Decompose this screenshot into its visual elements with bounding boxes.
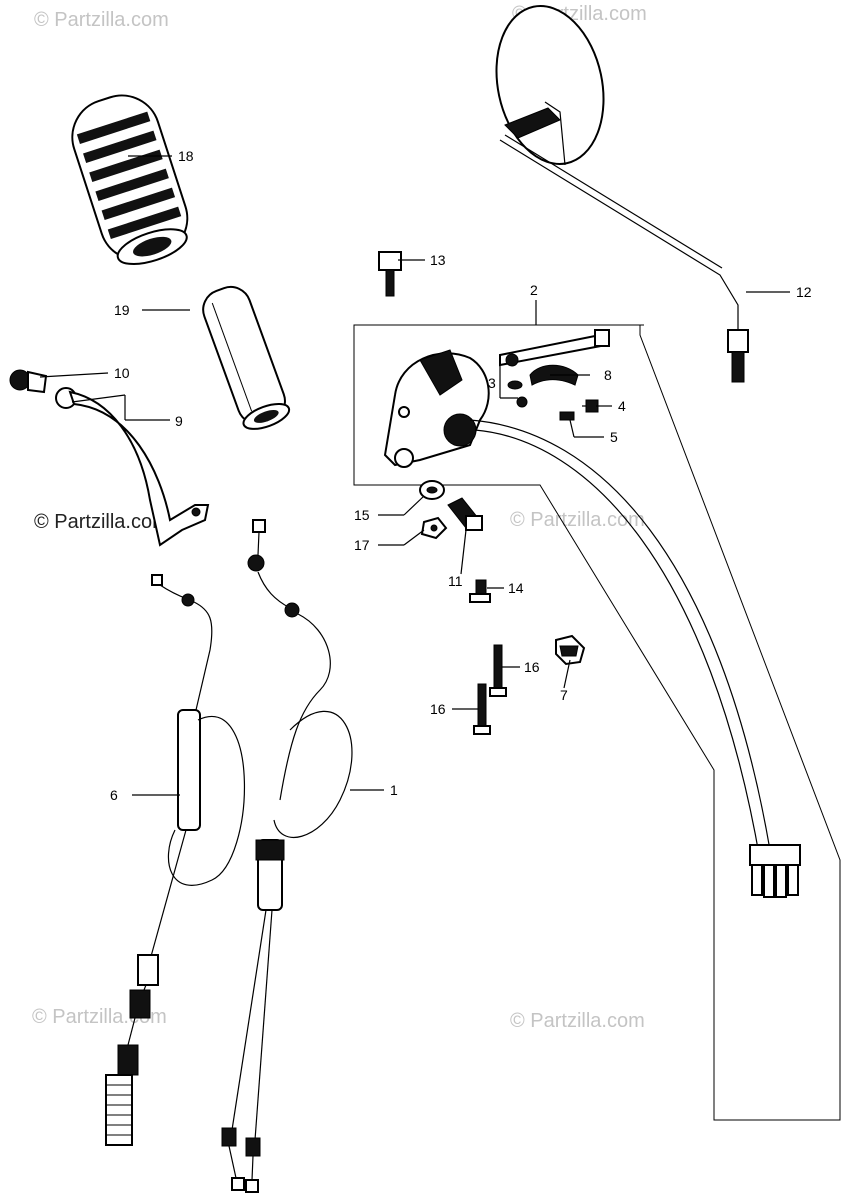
callout-4: 4 (618, 398, 626, 414)
callout-18: 18 (178, 148, 194, 164)
leader-lines (39, 155, 790, 796)
watermark-mid-right: © Partzilla.com (510, 509, 645, 531)
part-4-screw (582, 399, 599, 413)
watermark-bottom-right: © Partzilla.com (510, 1010, 645, 1032)
part-18-grip (71, 94, 189, 265)
part-9-clutch-lever (55, 387, 210, 547)
part-2-switch-assembly (353, 324, 841, 1121)
callout-19: 19 (114, 302, 130, 318)
part-15-washer (419, 480, 445, 500)
part-1-throttle-cable (221, 519, 353, 1193)
part-3-screw-washer (499, 329, 610, 408)
part-17-nut (420, 516, 448, 540)
callout-8: 8 (604, 367, 612, 383)
callout-13: 13 (430, 252, 446, 268)
part-16-screw-lower (473, 683, 491, 735)
callout-3: 3 (488, 375, 496, 391)
callout-11: 11 (448, 573, 463, 589)
callout-7: 7 (560, 687, 568, 703)
part-5-spring (559, 411, 575, 421)
watermark-top-left: © Partzilla.com (34, 9, 169, 31)
watermark-mid-left: © Partzilla.com (34, 511, 169, 533)
part-7-clamp (555, 634, 586, 666)
callout-1: 1 (390, 782, 398, 798)
callout-9: 9 (175, 413, 183, 429)
callout-16-upper: 16 (524, 659, 540, 675)
part-14-screw (469, 579, 491, 603)
callout-17: 17 (354, 537, 370, 553)
callout-2: 2 (530, 282, 538, 298)
callout-16-lower: 16 (430, 701, 446, 717)
callout-14: 14 (508, 580, 524, 596)
callout-6: 6 (110, 787, 118, 803)
callout-10: 10 (114, 365, 130, 381)
part-16-screw-upper (489, 644, 507, 697)
callout-12: 12 (796, 284, 812, 300)
callout-15: 15 (354, 507, 370, 523)
part-11-screw (447, 497, 483, 531)
part-19-throttle-sleeve (202, 285, 291, 430)
part-10-lever-holder (9, 369, 48, 394)
part-12-mirror (495, 5, 749, 383)
part-6-clutch-cable (105, 574, 246, 1146)
callout-5: 5 (610, 429, 618, 445)
part-13-bolt (378, 251, 402, 297)
